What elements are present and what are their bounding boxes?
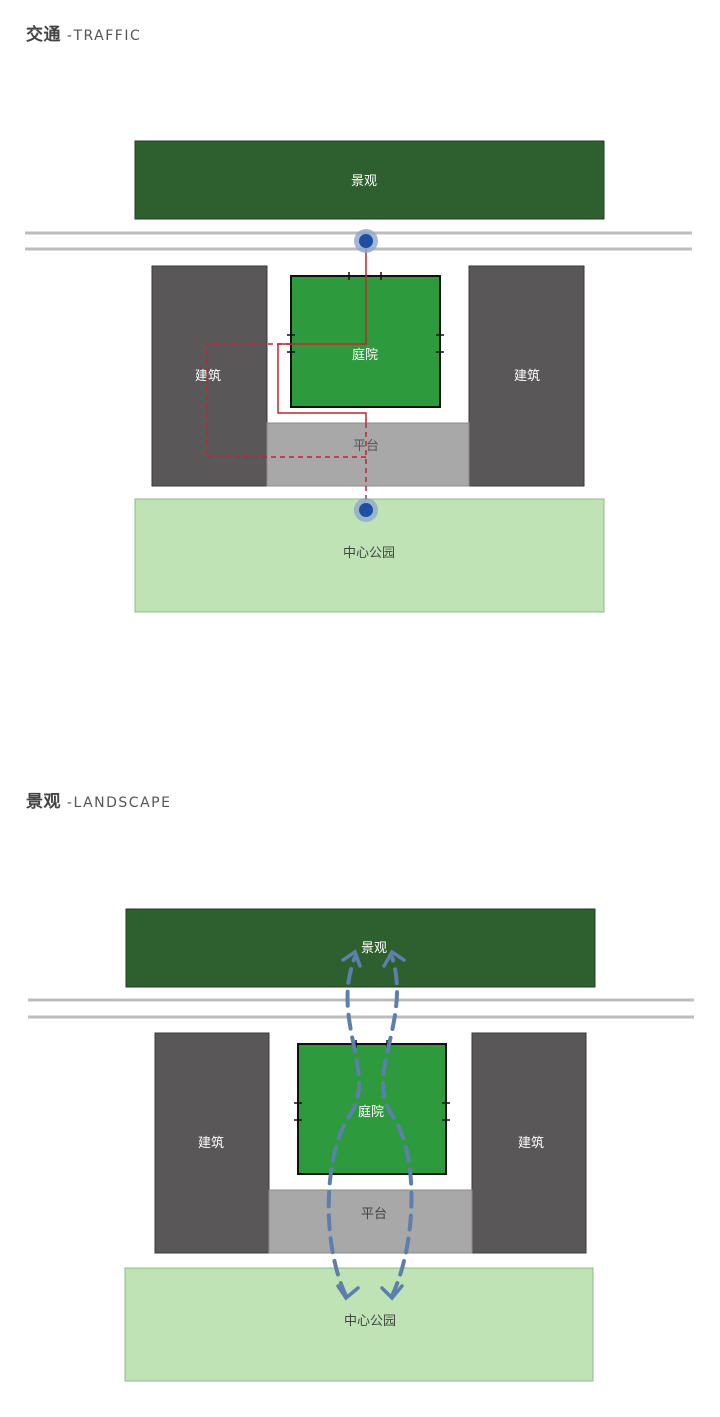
arrowhead-top-left — [341, 949, 362, 968]
landscape-diagram: 景观 建筑 建筑 平台 庭院 中心公园 — [28, 908, 694, 1382]
building-left-label: 建筑 — [195, 368, 221, 384]
central-park-label: 中心公园 — [343, 546, 395, 561]
landscape-section-title: 景观 -LANDSCAPE — [26, 787, 171, 812]
arrowhead-bottom-left — [336, 1284, 360, 1301]
landscape-title-zh: 景观 — [26, 792, 61, 812]
traffic-title-en: -TRAFFIC — [66, 28, 142, 44]
courtyard-label: 庭院 — [352, 347, 378, 363]
traffic-diagram: 景观 建筑 建筑 平台 庭院 中心公园 — [25, 140, 692, 613]
view-arrow-left-up — [326, 955, 361, 1298]
platform-label: 平台 — [361, 1207, 387, 1222]
building-left — [154, 1032, 270, 1254]
route-solid — [277, 243, 367, 423]
courtyard-door-marks — [287, 272, 444, 353]
courtyard-label: 庭院 — [358, 1104, 384, 1120]
view-corridor-arrows — [326, 955, 414, 1298]
building-right-label: 建筑 — [518, 1135, 544, 1151]
platform-label: 平台 — [353, 439, 379, 454]
arrowhead-bottom-right — [380, 1284, 404, 1301]
view-arrowheads — [336, 949, 406, 1301]
building-right-label: 建筑 — [514, 368, 540, 384]
landscape-band — [134, 140, 605, 220]
landscape-label: 景观 — [351, 174, 377, 189]
building-right — [471, 1032, 587, 1254]
traffic-title-zh: 交通 — [26, 25, 61, 45]
entry-node-south — [354, 498, 378, 522]
building-left-label: 建筑 — [198, 1135, 224, 1151]
traffic-section-title: 交通 -TRAFFIC — [26, 20, 141, 45]
platform — [266, 422, 470, 487]
building-right — [468, 265, 585, 487]
entry-node-north — [354, 229, 378, 253]
view-arrow-right-up — [381, 955, 414, 1298]
central-park-label: 中心公园 — [344, 1314, 396, 1329]
landscape-title-en: -LANDSCAPE — [66, 795, 172, 811]
courtyard — [297, 1043, 447, 1175]
landscape-label: 景观 — [361, 941, 387, 956]
landscape-band — [125, 908, 596, 988]
platform — [268, 1189, 473, 1254]
arrowhead-top-right — [382, 949, 406, 968]
building-left — [151, 265, 268, 487]
